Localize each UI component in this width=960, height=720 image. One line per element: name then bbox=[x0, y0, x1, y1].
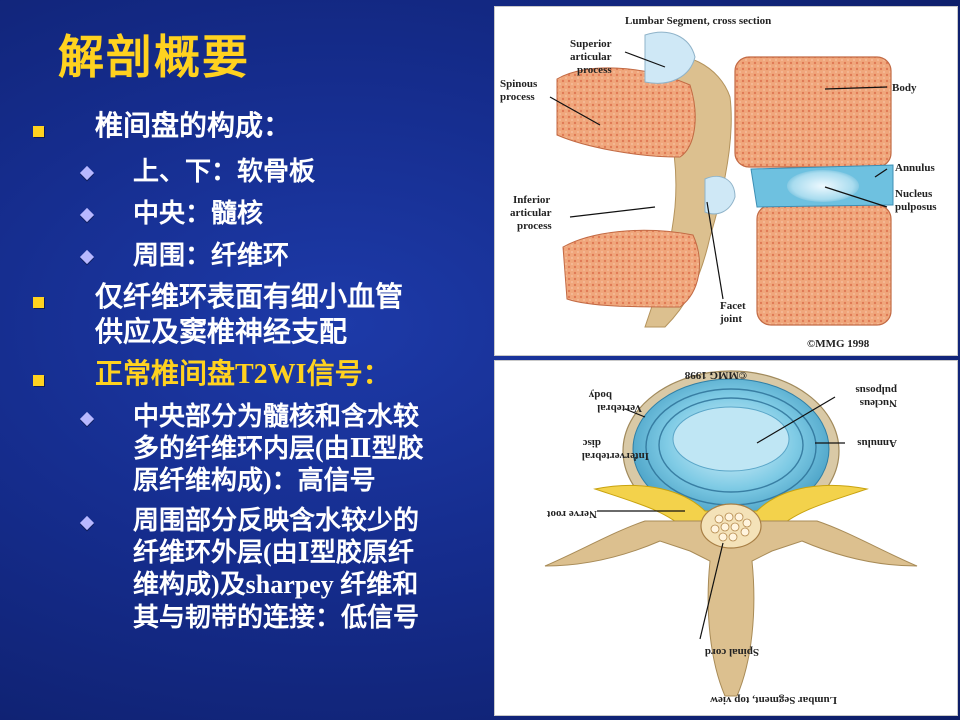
label-intervertebral-disc: Intervertebral disc bbox=[579, 437, 649, 462]
bullet-vascular-supply: 仅纤维环表面有细小血管 供应及窦椎神经支配 bbox=[95, 281, 403, 350]
bullet-line: 维构成)及sharpey 纤维和 bbox=[133, 570, 419, 600]
bullet-t2wi-signal: 正常椎间盘T2WI信号： bbox=[95, 359, 391, 390]
label-vertebral-body: Vertebral body bbox=[588, 389, 642, 414]
label-nerve-root: Nerve root bbox=[546, 508, 597, 520]
label-inferior-articular: Inferior articular process bbox=[510, 194, 554, 232]
bullet-line: 中央部分为髓核和含水较 bbox=[133, 402, 420, 431]
lower-vertebral-body-shape bbox=[756, 204, 892, 326]
bullet-line: 供应及窦椎神经支配 bbox=[95, 316, 348, 348]
sub-bullet-annulus: 周围：纤维环 bbox=[133, 241, 290, 270]
diamond-bullet-icon bbox=[79, 249, 95, 265]
bullet-line: 其与韧带的连接：低信号 bbox=[133, 602, 420, 632]
diamond-bullet-icon bbox=[79, 165, 95, 181]
label-annulus: Annulus bbox=[895, 162, 935, 174]
diamond-bullet-icon bbox=[79, 515, 95, 531]
bullet-line: 多的纤维环内层(由Ⅱ型胶 bbox=[133, 434, 424, 464]
nerve-roots-shape bbox=[593, 484, 869, 532]
label-annulus-top-view: Annulus bbox=[857, 437, 897, 449]
facet-cartilage-shape bbox=[704, 175, 736, 215]
label-spinous-process: Spinous process bbox=[500, 78, 540, 103]
label-spinal-cord: Spinal cord bbox=[705, 646, 759, 658]
figure-lumbar-cross-section: Lumbar Segment, cross section Superior a bbox=[494, 6, 958, 356]
bullet-line: 原纤维构成)：高信号 bbox=[133, 466, 376, 496]
label-nucleus-pulposus: Nucleus pulposus bbox=[895, 188, 937, 213]
label-copyright: ©MMG 1998 bbox=[807, 338, 870, 350]
cross-section-illustration: Lumbar Segment, cross section Superior a bbox=[500, 15, 937, 350]
top-view-illustration: ©MMG 1998 Vertebral body Intervertebral … bbox=[544, 369, 918, 706]
slide-title: 解剖概要 bbox=[58, 32, 250, 83]
diamond-bullet-icon bbox=[79, 207, 95, 223]
spinous-process-lower-shape bbox=[562, 229, 700, 308]
bullet-line: 周围部分反映含水较少的 bbox=[133, 506, 420, 535]
bullet-disc-composition: 椎间盘的构成： bbox=[95, 111, 292, 142]
bullet-line: 纤维环外层(由Ⅰ型胶原纤 bbox=[133, 538, 414, 568]
nucleus-shape bbox=[787, 170, 859, 202]
bullet-list: 椎间盘的构成： 上、下：软骨板 中央：髓核 周围：纤维环 仅纤维环表面有细小血管… bbox=[33, 111, 424, 634]
label-copyright-top-view: ©MMG 1998 bbox=[684, 369, 747, 381]
sub-bullet-nucleus: 中央：髓核 bbox=[133, 199, 264, 228]
label-facet-joint: Facet joint bbox=[719, 300, 748, 325]
figure-bottom-title: Lumbar Segment, top view bbox=[710, 694, 837, 706]
nucleus-top-shape bbox=[672, 406, 790, 472]
bullet-line: 仅纤维环表面有细小血管 bbox=[95, 282, 404, 313]
diamond-bullet-icon bbox=[79, 411, 95, 427]
spinous-process-upper-shape bbox=[556, 67, 696, 158]
cartilage-cap-shape bbox=[644, 31, 696, 84]
upper-vertebral-body-shape bbox=[734, 56, 892, 168]
label-superior-articular: Superior articular process bbox=[570, 38, 614, 76]
label-nucleus-top-view: Nucleus pulposus bbox=[855, 384, 897, 409]
sub-bullet-low-signal: 周围部分反映含水较少的 纤维环外层(由Ⅰ型胶原纤 维构成)及sharpey 纤维… bbox=[133, 505, 419, 634]
figure-lumbar-top-view: ©MMG 1998 Vertebral body Intervertebral … bbox=[494, 360, 958, 716]
sub-bullet-high-signal: 中央部分为髓核和含水较 多的纤维环内层(由Ⅱ型胶 原纤维构成)：高信号 bbox=[133, 401, 424, 498]
label-body: Body bbox=[892, 82, 917, 94]
square-bullet-icon bbox=[33, 126, 44, 137]
posterior-arch-top-shape bbox=[544, 520, 918, 697]
square-bullet-icon bbox=[33, 297, 44, 308]
square-bullet-icon bbox=[33, 375, 44, 386]
figure-title: Lumbar Segment, cross section bbox=[625, 15, 771, 27]
sub-bullet-endplates: 上、下：软骨板 bbox=[133, 157, 316, 186]
